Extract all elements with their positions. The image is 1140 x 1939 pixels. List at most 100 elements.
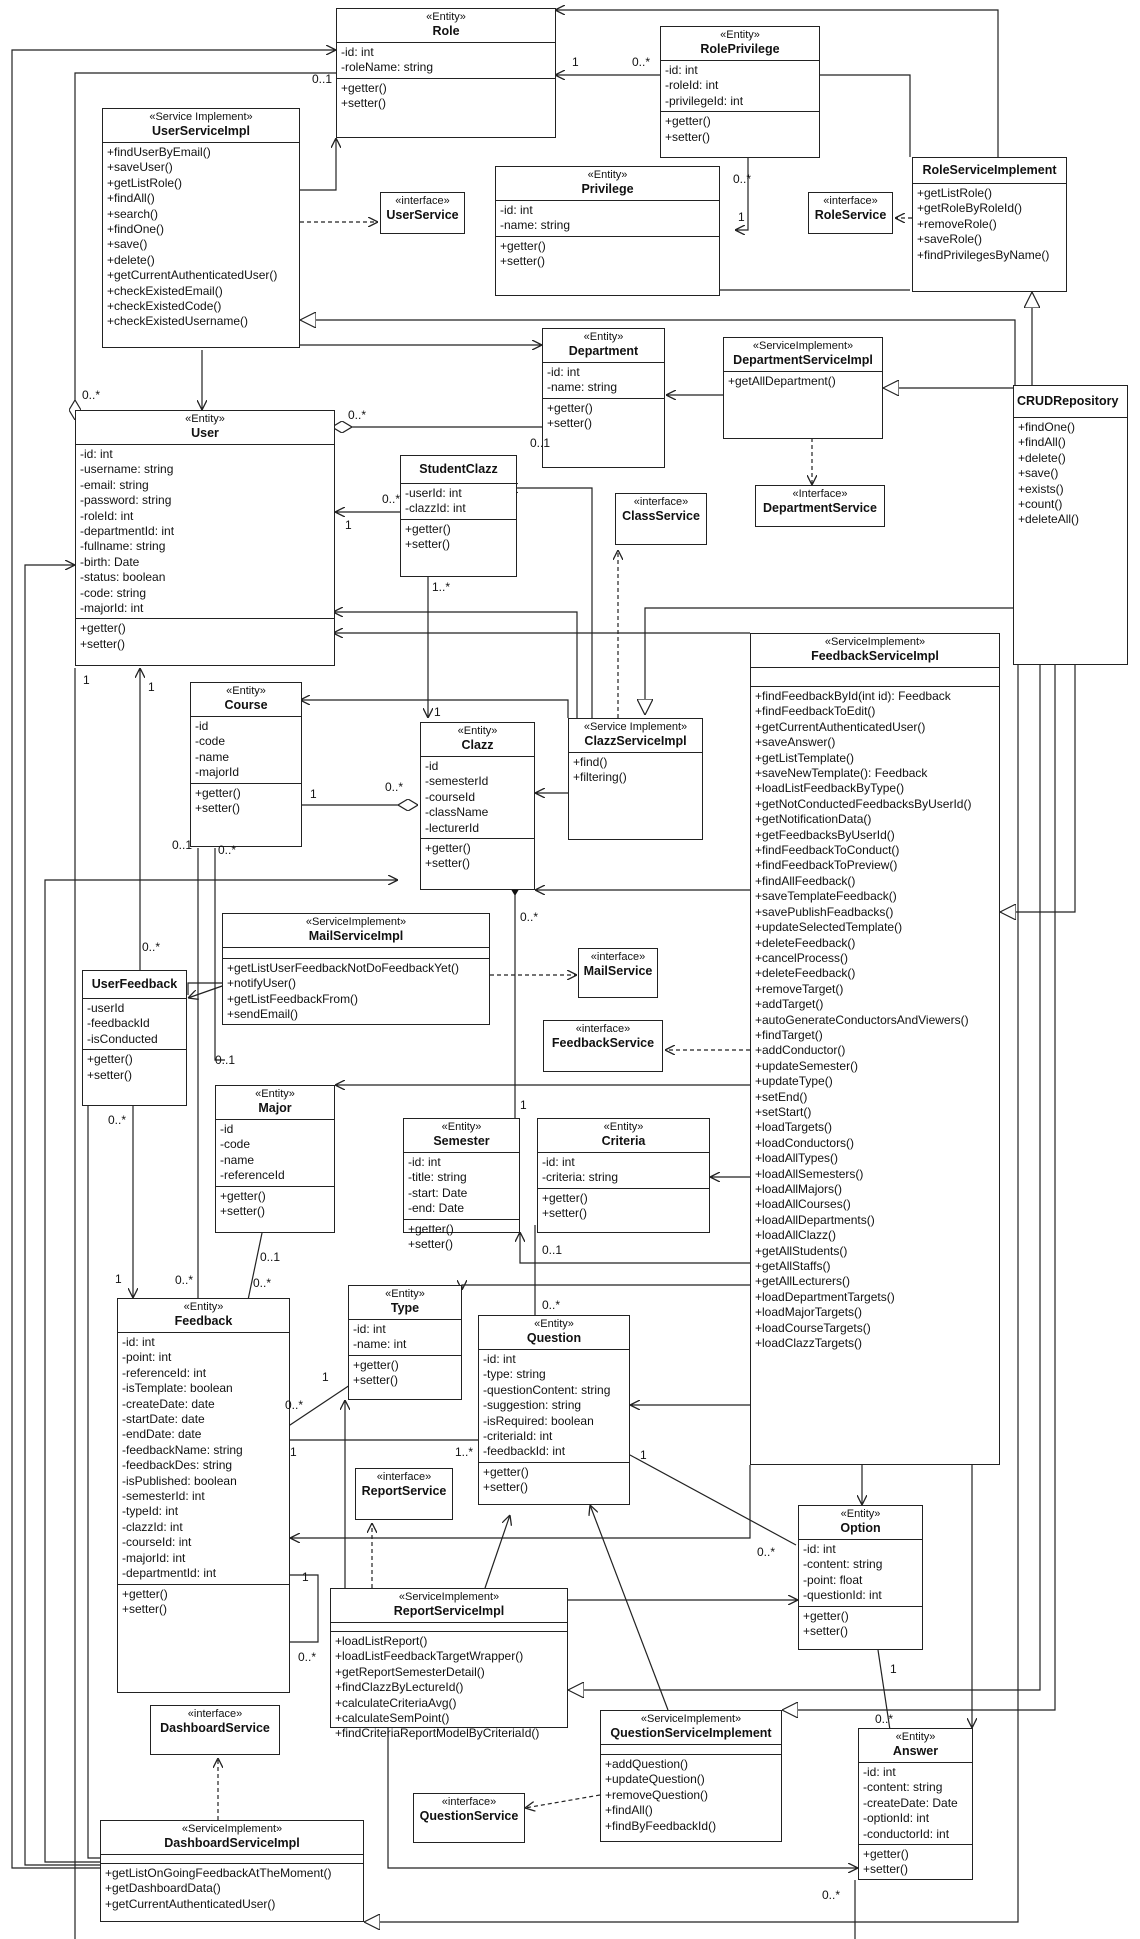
multiplicity: 1 — [83, 673, 90, 687]
multiplicity: 0..* — [82, 388, 101, 402]
operation: +autoGenerateConductorsAndViewers() — [755, 1012, 969, 1027]
multiplicity: 1 — [520, 1098, 527, 1112]
operation: +getter() — [425, 841, 471, 856]
multiplicity: 0..* — [175, 1273, 194, 1287]
class-name: FeedbackServiceImpl — [811, 649, 939, 663]
stereotype: «interface» — [441, 1796, 497, 1808]
attribute: -createDate: date — [122, 1396, 215, 1411]
line-crud-qimpl — [782, 665, 1056, 1710]
operation: +getter() — [408, 1221, 454, 1236]
operations: +getter()+setter() — [479, 1463, 629, 1498]
interface-departmentservice: «Interface»DepartmentService — [755, 485, 885, 527]
class-name: ClassService — [622, 509, 700, 523]
operation: +getListRole() — [107, 175, 183, 190]
operation: +updateSelectedTemplate() — [755, 920, 903, 935]
line-qimpl-question — [590, 1505, 669, 1711]
class-privilege: «Entity»Privilege -id: int-name: string … — [495, 166, 720, 296]
operation: +findCriteriaReportModelByCriteriaId() — [335, 1726, 540, 1741]
class-departmentserviceimpl: «ServiceImplement»DepartmentServiceImpl … — [723, 337, 883, 439]
line-crud-dashimpl — [364, 665, 1019, 1922]
operation: +getListOnGoingFeedbackAtTheMoment() — [105, 1866, 332, 1880]
attribute: -id — [220, 1122, 234, 1136]
multiplicity: 0..* — [875, 1712, 894, 1726]
line-mailimpl-uf — [188, 984, 226, 998]
operation: +loadAllMajors() — [755, 1182, 843, 1196]
class-feedback: «Entity»Feedback -id: int-point: int-ref… — [117, 1298, 290, 1693]
attribute: -type: string — [483, 1367, 546, 1382]
attribute: -email: string — [80, 477, 149, 492]
attributes: -id: int-name: string — [496, 201, 719, 237]
interface-feedbackservice: «interface»FeedbackService — [543, 1020, 663, 1072]
attribute: -isConducted — [87, 1031, 158, 1046]
line-qimpl-qservice — [525, 1794, 601, 1808]
class-question: «Entity»Question -id: int-type: string-q… — [478, 1315, 630, 1505]
class-name: Clazz — [461, 738, 494, 752]
attribute: -roleName: string — [341, 60, 434, 75]
class-name: RoleServiceImplement — [922, 163, 1057, 177]
attribute: -majorId: int — [122, 1550, 186, 1565]
stereotype: «Entity» — [583, 331, 624, 343]
operation: +setter() — [122, 1601, 168, 1616]
stereotype: «Entity» — [720, 29, 760, 41]
class-userserviceimpl: «Service Implement»UserServiceImpl +find… — [102, 108, 300, 348]
operations: +find()+filtering() — [569, 753, 702, 788]
class-roleserviceimplement: RoleServiceImplement +getListRole()+getR… — [912, 157, 1067, 292]
interface-roleservice: «interface»RoleService — [808, 192, 893, 234]
attributes-empty — [601, 1745, 781, 1755]
class-studentclazz: StudentClazz -userId: int-clazzId: int +… — [400, 455, 517, 577]
attribute: -isPublished: boolean — [122, 1473, 237, 1488]
operations: +getter()+setter() — [83, 1050, 186, 1085]
multiplicity: 1 — [434, 705, 441, 719]
class-name: DashboardService — [160, 1721, 270, 1735]
operation: +loadAllTypes() — [755, 1151, 839, 1166]
attribute: -createDate: Date — [863, 1795, 958, 1810]
operation: +removeTarget() — [755, 981, 844, 996]
stereotype: «interface» — [395, 195, 450, 207]
operations: +getter()+setter() — [118, 1585, 289, 1620]
attribute: -roleId: int — [80, 508, 134, 523]
class-answer: «Entity»Answer -id: int-content: string-… — [858, 1728, 973, 1880]
operation: +getNotConductedFeedbacksByUserId() — [755, 796, 972, 811]
operation: +setter() — [408, 1237, 454, 1252]
attributes: -id: int-content: string-createDate: Dat… — [859, 1763, 972, 1846]
stereotype: «Entity» — [457, 725, 498, 737]
attribute: -point: int — [122, 1350, 172, 1365]
stereotype: «interface» — [575, 1023, 631, 1035]
operations: +addQuestion()+updateQuestion()+removeQu… — [601, 1755, 781, 1836]
operation: +filtering() — [573, 770, 627, 785]
attributes: -id: int-criteria: string — [538, 1153, 709, 1189]
operation: +updateSemester() — [755, 1058, 859, 1073]
class-mailserviceimpl: «ServiceImplement»MailServiceImpl +getLi… — [222, 913, 490, 1025]
multiplicity: 0..* — [542, 1298, 561, 1312]
multiplicity: 1 — [290, 1445, 297, 1459]
attribute: -criteriaId: int — [483, 1429, 553, 1444]
multiplicity: 0..* — [632, 55, 651, 69]
operation: +getter() — [803, 1608, 849, 1623]
attribute: -name — [220, 1152, 255, 1167]
operations: +getter()+setter() — [349, 1356, 461, 1391]
attribute: -courseId — [425, 789, 476, 804]
operation: +getNotificationData() — [755, 812, 872, 827]
attribute: -userId — [87, 1001, 125, 1015]
line-type-feedback — [290, 1384, 351, 1425]
stereotype: «interface» — [187, 1708, 243, 1720]
operation: +setter() — [500, 254, 546, 269]
operation: +loadListFeedbackByType() — [755, 781, 905, 796]
attribute: -privilegeId: int — [665, 93, 744, 108]
class-user: «Entity»User -id: int-username: string-e… — [75, 410, 335, 666]
attributes: -userId: int-clazzId: int — [401, 484, 516, 520]
attribute: -majorId: int — [80, 601, 144, 616]
attribute: -optionId: int — [863, 1811, 930, 1826]
attribute: -name: string — [547, 380, 618, 395]
operation: +delete() — [107, 252, 155, 267]
operation: +findClazzByLectureId() — [335, 1680, 464, 1695]
attribute: -courseId: int — [122, 1535, 192, 1550]
attribute: -username: string — [80, 462, 174, 477]
operation: +getListTemplate() — [755, 750, 855, 765]
multiplicity: 1 — [148, 680, 155, 694]
line-feedbackimpl-semester — [520, 1232, 750, 1264]
class-name: Semester — [433, 1134, 490, 1148]
class-name: Criteria — [601, 1134, 646, 1148]
multiplicity: 0..1 — [530, 436, 551, 450]
